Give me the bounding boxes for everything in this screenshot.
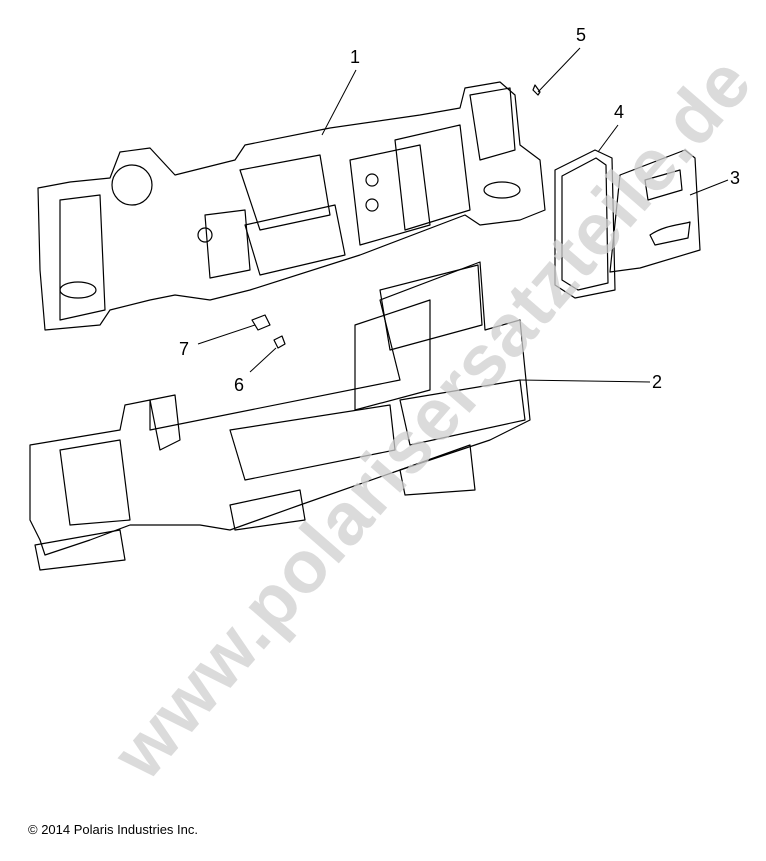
callout-4: 4 [614,102,625,122]
callout-7: 7 [179,339,190,359]
copyright-text: © 2014 Polaris Industries Inc. [28,822,198,837]
part-4-gasket [554,149,616,299]
part-1-upper-dash [37,81,546,331]
part-7-clip [251,314,271,331]
part-2-lower-dash [29,261,531,571]
part-3-glove-box-door [609,149,701,273]
part-6-screw [273,335,286,349]
part-5-screw [532,84,541,96]
callout-6: 6 [234,375,245,395]
callout-2: 2 [652,372,663,392]
leader-lines [197,47,729,383]
callout-5: 5 [576,25,587,45]
callout-1: 1 [350,47,361,67]
callout-3: 3 [730,168,741,188]
